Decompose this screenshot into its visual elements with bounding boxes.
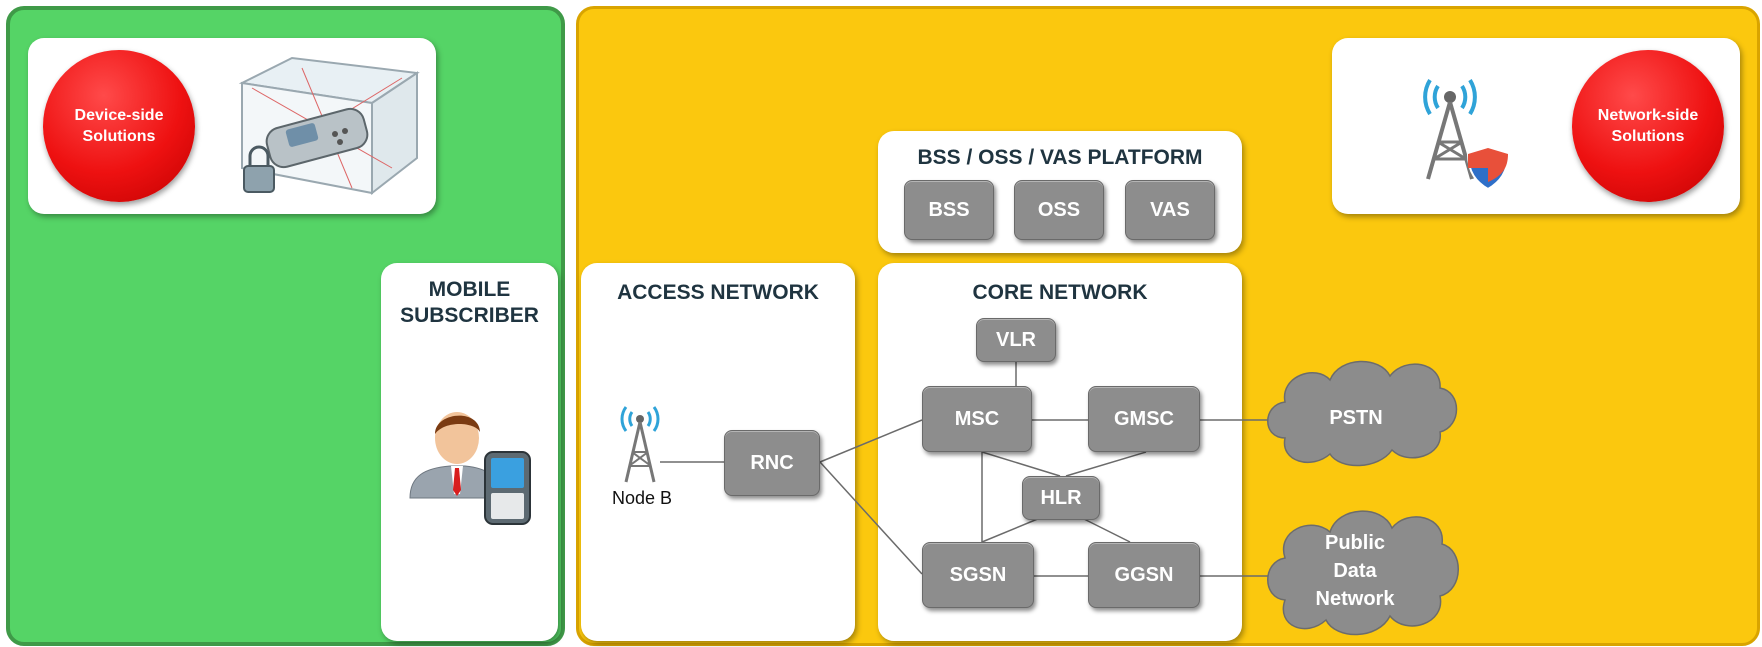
core-network-title: CORE NETWORK — [972, 281, 1148, 304]
device-side-badge: Device-side Solutions — [43, 50, 195, 202]
platform-title: BSS / OSS / VAS PLATFORM — [917, 146, 1203, 169]
network-side-badge: Network-side Solutions — [1572, 50, 1724, 202]
public-data-network-label: Public Data Network — [1315, 532, 1395, 610]
oss-node: OSS — [1014, 180, 1104, 240]
link-gmsc-hlr — [1065, 451, 1147, 477]
hlr-node: HLR — [1022, 476, 1100, 520]
shielded-antenna-icon — [1423, 78, 1510, 191]
link-sgsn-hlr — [981, 517, 1041, 543]
node-b-antenna-icon — [620, 406, 660, 483]
link-rnc-msc — [819, 419, 923, 463]
vas-node: VAS — [1125, 180, 1215, 240]
link-rnc-sgsn — [819, 461, 923, 575]
access-network-title: ACCESS NETWORK — [617, 281, 819, 304]
pstn-cloud — [1267, 360, 1458, 467]
link-ggsn-hlr — [1081, 517, 1131, 543]
node-b-label: Node B — [611, 488, 673, 508]
pstn-label: PSTN — [1329, 407, 1383, 429]
vlr-node: VLR — [976, 318, 1056, 362]
subscriber-with-phone-icon — [409, 412, 531, 525]
gmsc-node: GMSC — [1088, 386, 1200, 452]
public-data-network-cloud — [1267, 510, 1459, 636]
bss-node: BSS — [904, 180, 994, 240]
ggsn-node: GGSN — [1088, 542, 1200, 608]
mobile-subscriber-title: MOBILE SUBSCRIBER — [400, 278, 539, 327]
locked-phone-icon — [238, 56, 420, 196]
msc-node: MSC — [922, 386, 1032, 452]
link-msc-hlr — [981, 451, 1061, 477]
sgsn-node: SGSN — [922, 542, 1034, 608]
rnc-node: RNC — [724, 430, 820, 496]
